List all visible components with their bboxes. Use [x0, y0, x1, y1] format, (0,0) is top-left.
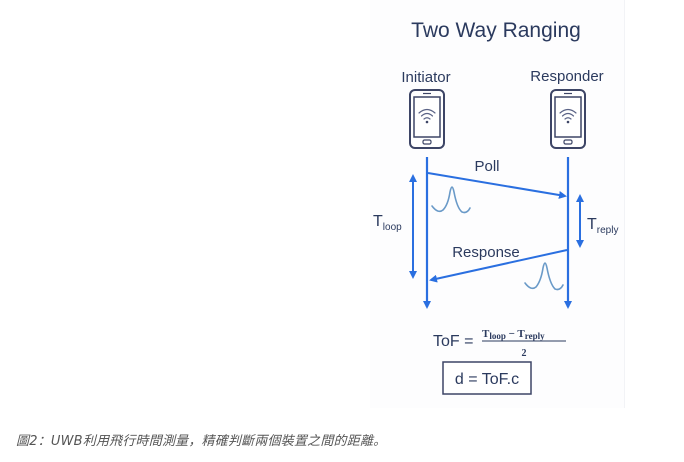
- two-way-ranging-diagram: Two Way Ranging Initiator Responder Tloo…: [373, 19, 618, 395]
- tof-numerator: Tloop − Treply: [482, 328, 545, 341]
- response-label: Response: [452, 244, 520, 261]
- distance-formula: d = ToF.c: [455, 371, 519, 388]
- distance-formula-box: [442, 361, 532, 395]
- wifi-icon: [418, 108, 436, 120]
- tof-lhs: ToF =: [433, 333, 473, 350]
- figure-caption: 圖2：UWB利用飛行時間測量，精確判斷兩個裝置之間的距離。: [16, 434, 387, 449]
- tof-denominator: 2: [522, 348, 527, 359]
- poll-label: Poll: [474, 158, 499, 175]
- responder-smartphone-icon: [550, 89, 586, 149]
- poll-arrow: [427, 172, 567, 199]
- initiator-label: Initiator: [401, 69, 450, 86]
- response-arrow: [429, 249, 568, 283]
- responder-label: Responder: [530, 68, 603, 85]
- initiator-smartphone-icon: [409, 89, 445, 149]
- diagram-title: Two Way Ranging: [411, 19, 581, 42]
- tof-formula: ToF = Tloop − Treply 2: [433, 328, 566, 359]
- wifi-icon: [559, 108, 577, 120]
- poll-pulse-wave-icon: [431, 186, 471, 214]
- treply-label: Treply: [587, 216, 618, 236]
- response-pulse-wave-icon: [524, 262, 564, 291]
- tloop-label: Tloop: [373, 213, 402, 233]
